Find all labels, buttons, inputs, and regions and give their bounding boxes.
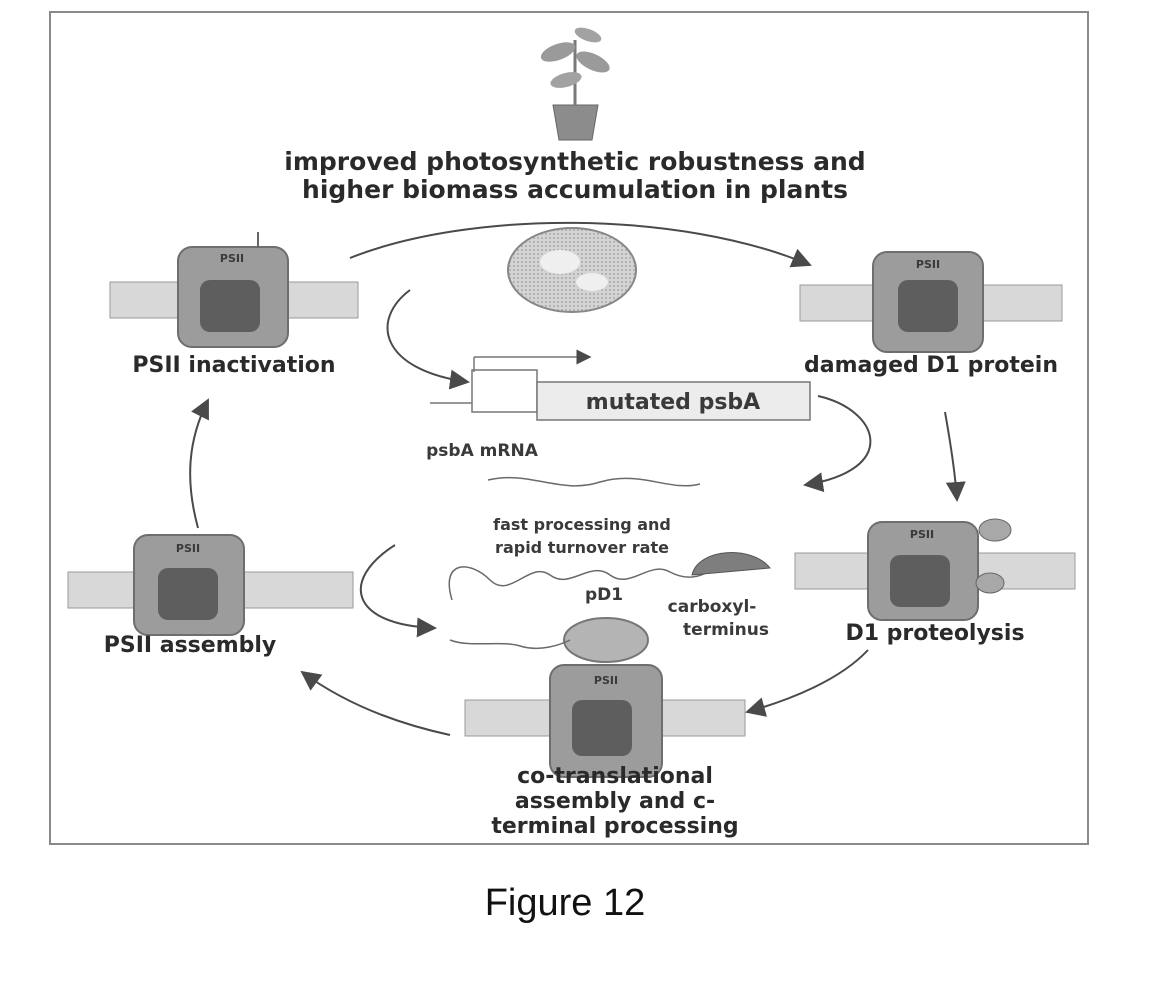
stage-label-cotranslational-1: co-translational: [517, 764, 713, 789]
mutated-psba-label: mutated psbA: [586, 390, 760, 415]
cell-icon: [508, 228, 636, 312]
svg-text:PSII: PSII: [176, 542, 200, 555]
carboxyl-label-line1: carboxyl-: [668, 597, 757, 617]
stage-label-cotranslational-3: terminal processing: [491, 814, 738, 839]
svg-text:PSII: PSII: [916, 258, 940, 271]
carboxyl-label-line2: terminus: [683, 620, 769, 640]
stage-label-d1-proteolysis: D1 proteolysis: [845, 621, 1024, 646]
figure-caption: Figure 12: [485, 882, 646, 924]
pd1-label: pD1: [585, 585, 623, 605]
arrow-construct-to-mrna: [805, 396, 870, 485]
arrow-cell-to-construct: [388, 290, 468, 382]
svg-text:PSII: PSII: [594, 674, 618, 687]
fast-processing-line2: rapid turnover rate: [495, 538, 669, 557]
arrow-mrna-to-cotrans: [361, 545, 435, 628]
arrow-assembly-to-inactivation: [190, 400, 208, 528]
svg-text:PSII: PSII: [220, 252, 244, 265]
plant-pot-icon: [538, 25, 612, 140]
carboxyl-terminus-icon: [692, 553, 770, 575]
fast-processing-line1: fast processing and: [493, 515, 671, 534]
cotranslational-complex: PSII: [465, 618, 745, 777]
psii-inactivation-complex: PSII: [110, 232, 358, 347]
arrow-cotrans-to-assembly: [302, 672, 450, 735]
psba-mrna-label: psbA mRNA: [426, 441, 539, 461]
mrna-strand: [488, 478, 700, 486]
stage-label-psii-assembly: PSII assembly: [104, 633, 277, 658]
arrow-proteolysis-to-cotrans: [747, 650, 868, 712]
stage-label-damaged-d1: damaged D1 protein: [804, 353, 1058, 378]
d1-proteolysis-complex: PSII: [795, 519, 1075, 620]
arrow-damaged-to-proteolysis: [945, 412, 957, 500]
outcome-label-line2: higher biomass accumulation in plants: [302, 175, 848, 204]
stage-label-psii-inactivation: PSII inactivation: [132, 353, 335, 378]
damaged-d1-complex: PSII: [800, 252, 1062, 352]
pd1-strand: [449, 567, 710, 600]
psii-assembly-complex: PSII: [68, 535, 353, 635]
svg-text:PSII: PSII: [910, 528, 934, 541]
stage-label-cotranslational-2: assembly and c-: [515, 789, 715, 814]
outcome-label-line1: improved photosynthetic robustness and: [284, 147, 865, 176]
pd1-strand-lower: [450, 640, 570, 648]
